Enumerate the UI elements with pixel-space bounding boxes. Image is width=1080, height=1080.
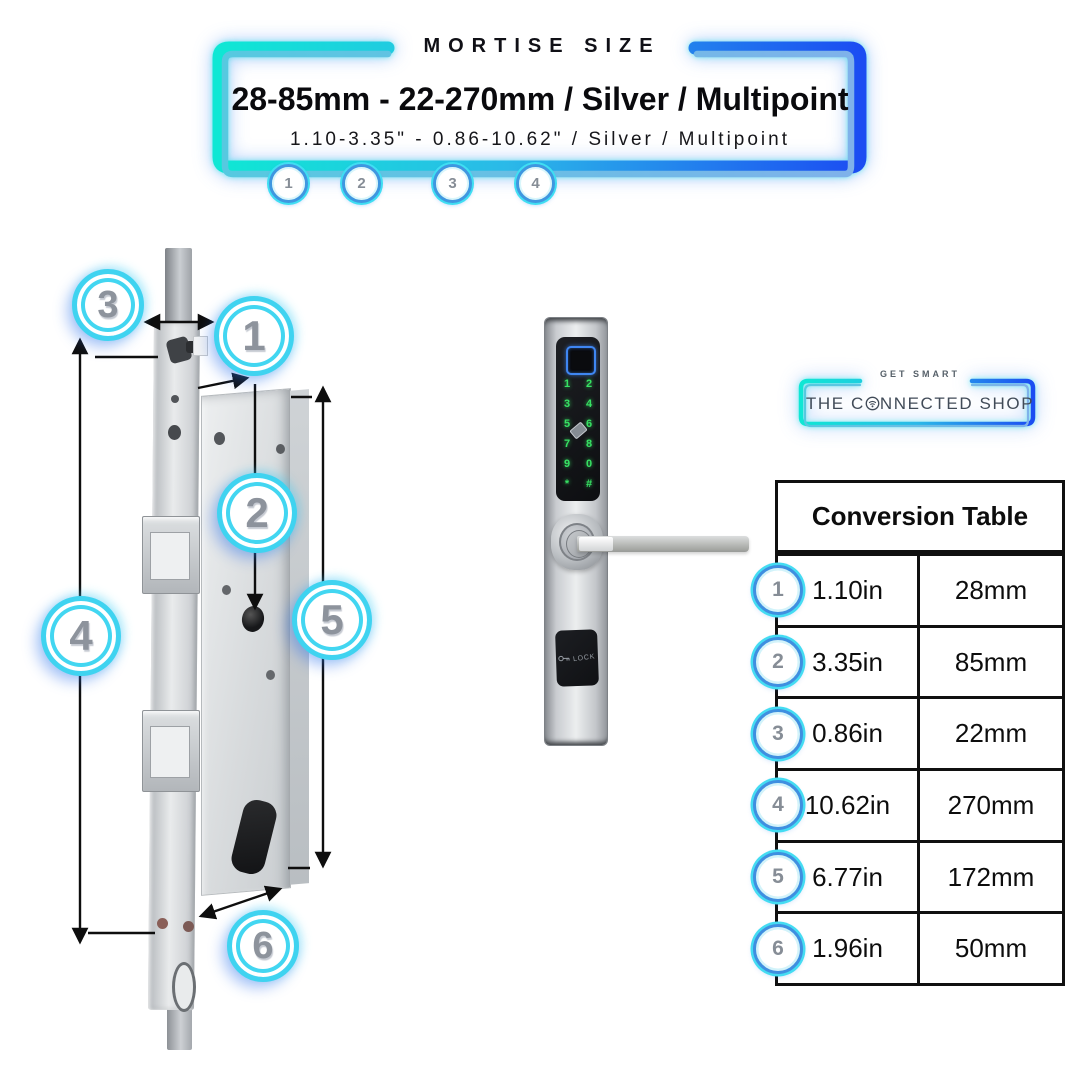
size-subtitle-inches: 1.10-3.35" - 0.86-10.62" / Silver / Mult… xyxy=(289,129,790,150)
faceplate-screw-red xyxy=(183,921,194,932)
row-badge-1-label: 1 xyxy=(772,578,784,602)
step-badge-1: 1 xyxy=(269,164,308,203)
mm-cell: 172mm xyxy=(917,842,1062,912)
callout-6: 6 xyxy=(227,910,299,982)
row-badge-5-label: 5 xyxy=(772,865,784,889)
key-6: 6 xyxy=(585,418,593,430)
mm-cell: 270mm xyxy=(917,771,1062,840)
key-icon xyxy=(558,655,570,662)
key-7: 7 xyxy=(563,438,571,450)
faceplate-screw xyxy=(186,341,196,353)
step-badge-1-label: 1 xyxy=(284,175,293,192)
row-badge-6: 6 xyxy=(753,923,803,974)
faceplate-hole xyxy=(171,395,179,403)
table-row: 3 0.86in 22mm xyxy=(753,696,1062,769)
lock-bottom-rod xyxy=(167,1005,192,1050)
row-badge-5: 5 xyxy=(753,852,803,903)
row-badge-1: 1 xyxy=(753,565,803,616)
lock-body-hole xyxy=(214,432,225,445)
step-badge-2-label: 2 xyxy=(357,175,366,192)
key-4: 4 xyxy=(585,398,593,410)
eyebrow-title: MORTISE SIZE xyxy=(423,35,661,57)
conversion-table: Conversion Table 1 1.10in 28mm 2 3.35in … xyxy=(753,480,1065,986)
table-row: 6 1.96in 50mm xyxy=(753,911,1062,984)
wifi-o-icon xyxy=(865,396,880,416)
logo-name-prefix: THE C xyxy=(805,394,865,413)
inches-cell: 3.35in xyxy=(812,646,883,677)
lock-body-hole xyxy=(222,585,231,595)
table-row: 2 3.35in 85mm xyxy=(753,624,1062,697)
callout-6-label: 6 xyxy=(252,924,274,967)
step-badge-2: 2 xyxy=(342,164,381,203)
lock-body-hole xyxy=(276,444,285,454)
mm-cell: 85mm xyxy=(917,627,1062,697)
callout-1-label: 1 xyxy=(242,312,266,359)
row-badge-3: 3 xyxy=(753,708,803,759)
inches-cell: 10.62in xyxy=(804,789,891,820)
step-badge-3: 3 xyxy=(433,164,472,203)
row-badge-3-label: 3 xyxy=(772,721,784,745)
callout-3: 3 xyxy=(72,269,144,341)
lock-indicator-panel: LOCK xyxy=(555,629,599,687)
key-3: 3 xyxy=(563,398,571,410)
size-title-mm: 28-85mm - 22-270mm / Silver / Multipoint xyxy=(231,81,849,117)
faceplate-screw-red xyxy=(157,918,168,929)
callout-4-label: 4 xyxy=(69,612,93,659)
row-badge-2: 2 xyxy=(753,637,803,687)
handle-lever-neck xyxy=(579,537,613,551)
inches-cell: 1.96in xyxy=(812,933,883,964)
faceplate-hole xyxy=(168,425,181,440)
latch-bolt-upper-inner xyxy=(150,532,190,580)
key-1: 1 xyxy=(563,378,571,390)
key-star: * xyxy=(564,478,570,490)
lock-body-hole xyxy=(266,670,275,680)
row-badge-2-label: 2 xyxy=(772,650,784,673)
key-0: 0 xyxy=(585,458,593,470)
conversion-table-title: Conversion Table xyxy=(778,483,1062,553)
inches-cell: 1.10in xyxy=(812,574,883,605)
callout-3-label: 3 xyxy=(97,283,119,326)
row-badge-6-label: 6 xyxy=(772,936,784,960)
key-hash: # xyxy=(585,478,593,490)
callout-2: 2 xyxy=(217,473,297,553)
callout-1: 1 xyxy=(214,296,294,376)
mm-cell: 28mm xyxy=(917,556,1062,625)
step-badge-3-label: 3 xyxy=(448,175,457,192)
row-badge-4: 4 xyxy=(753,780,803,831)
key-2: 2 xyxy=(585,378,593,390)
table-row: 5 6.77in 172mm xyxy=(753,839,1062,912)
logo-tagline: GET SMART xyxy=(880,369,960,379)
table-row: 4 10.62in 270mm xyxy=(753,768,1062,840)
callout-5: 5 xyxy=(292,580,372,660)
mm-cell: 22mm xyxy=(917,699,1062,769)
logo-name-suffix: NNECTED SHOP xyxy=(879,394,1035,413)
logo-name: THE C NNECTED SHOP xyxy=(795,394,1045,416)
logo-neon-frame xyxy=(798,378,1036,428)
key-8: 8 xyxy=(585,438,593,450)
table-row: 1 1.10in 28mm xyxy=(753,553,1062,625)
handle-lever xyxy=(577,536,749,552)
key-9: 9 xyxy=(563,458,571,470)
callout-4: 4 xyxy=(41,596,121,676)
step-badge-4: 4 xyxy=(516,164,555,203)
key-5: 5 xyxy=(563,418,571,430)
callout-5-label: 5 xyxy=(320,596,344,643)
fingerprint-scanner xyxy=(566,346,596,375)
row-badge-4-label: 4 xyxy=(772,793,784,817)
latch-bolt-lower-inner xyxy=(150,726,190,778)
inches-cell: 0.86in xyxy=(812,718,883,749)
inches-cell: 6.77in xyxy=(812,861,883,892)
step-badge-4-label: 4 xyxy=(531,175,540,192)
keypad-keys: 1 2 3 4 5 6 7 8 9 0 * # xyxy=(556,374,600,494)
callout-2-label: 2 xyxy=(245,489,269,536)
faceplate-bracket xyxy=(193,336,208,356)
faceplate-oval-cutout xyxy=(172,962,196,1012)
mm-cell: 50mm xyxy=(917,914,1062,984)
